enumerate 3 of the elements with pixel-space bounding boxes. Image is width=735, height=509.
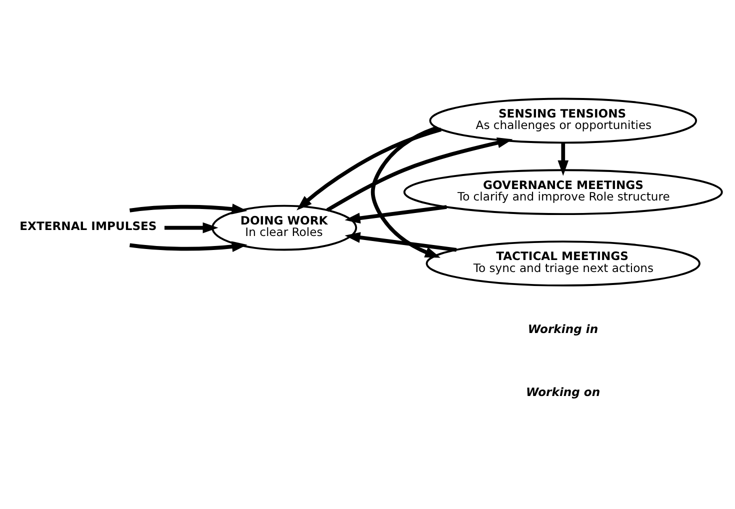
- label: Working on: [526, 384, 600, 398]
- label: Working in: [528, 322, 598, 336]
- node-text: EXTERNAL IMPULSES: [20, 218, 157, 232]
